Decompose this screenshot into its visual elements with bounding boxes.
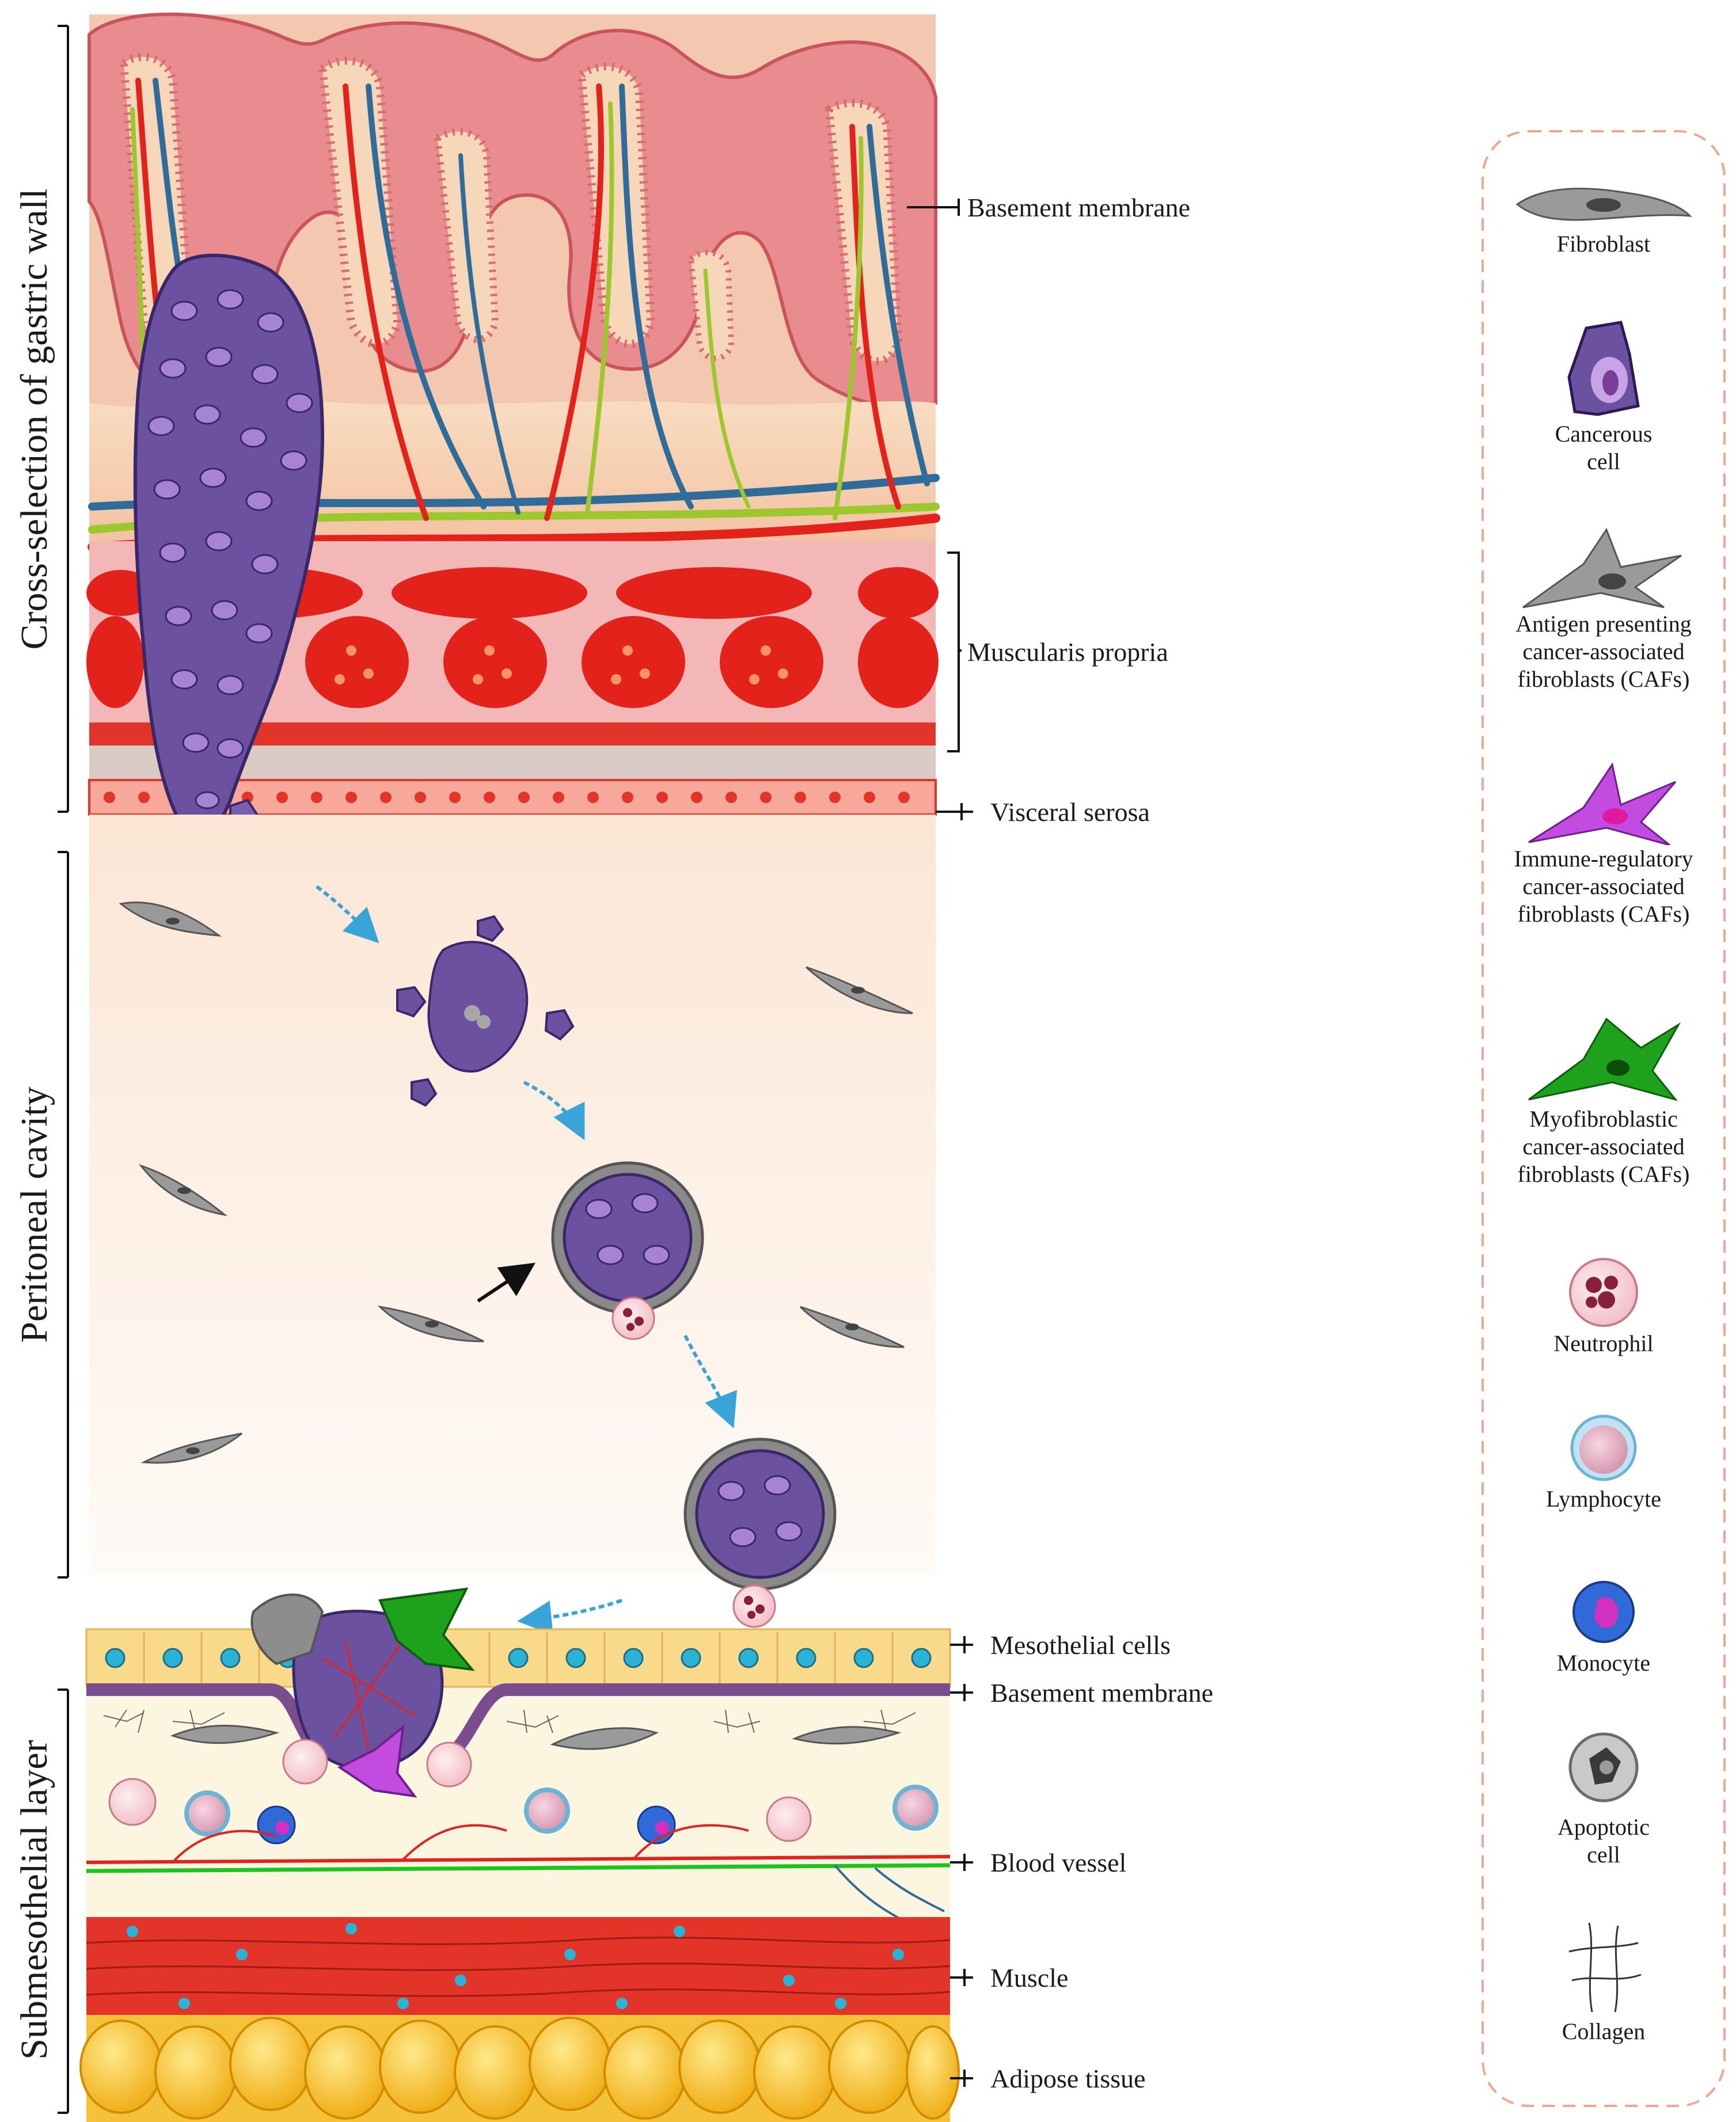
immune-caf-icon [1528, 762, 1677, 845]
peritoneal-cavity-illustration [89, 815, 936, 1636]
legend-fibroblast: Fibroblast [1477, 178, 1730, 258]
label-blood-vessel: Blood vessel [990, 1848, 1127, 1877]
label-basement-membrane-top: Basement membrane [967, 193, 1191, 222]
label-ticks [907, 199, 973, 2087]
antigen-caf-icon [1522, 527, 1682, 609]
fibroblast-icon [1515, 188, 1692, 221]
legend-immune-caf: Immune-regulatory cancer-associated fibr… [1477, 759, 1730, 928]
label-visceral-serosa: Visceral serosa [990, 797, 1150, 827]
section-label-submesothelial-layer: Submesothelial layer [13, 1740, 55, 2060]
legend-monocyte: Monocyte [1477, 1575, 1730, 1677]
legend-collagen: Collagen [1477, 1917, 1730, 2045]
neutrophil-icon [1569, 1258, 1638, 1327]
legend-label-neutrophil: Neutrophil [1553, 1330, 1654, 1356]
legend-label-lymphocyte: Lymphocyte [1546, 1486, 1661, 1512]
invading-tumor [250, 1587, 475, 1798]
label-basement-membrane-bottom: Basement membrane [990, 1678, 1214, 1708]
label-mesothelial-cells: Mesothelial cells [990, 1630, 1171, 1660]
myo-caf-icon [1528, 1017, 1681, 1101]
legend-myo-caf: Myofibroblastic cancer-associated fibrob… [1477, 1013, 1730, 1188]
tumor-cluster-large [683, 1438, 837, 1628]
legend-label-myo-caf: Myofibroblastic cancer-associated fibrob… [1517, 1106, 1690, 1187]
legend-label-fibroblast: Fibroblast [1556, 231, 1651, 257]
legend-lymphocyte: Lymphocyte [1477, 1410, 1730, 1513]
apoptotic-cell-icon [1568, 1732, 1639, 1802]
label-muscle: Muscle [990, 1963, 1069, 1992]
collagen-icon [1568, 1922, 1642, 2013]
tumor-cluster-medium [551, 1161, 704, 1340]
tumor-cluster-small [396, 915, 575, 1107]
legend-label-cancerous-cell: Cancerous cell [1555, 421, 1653, 474]
legend-label-antigen-caf: Antigen presenting cancer-associated fib… [1515, 611, 1692, 692]
monocyte-icon [1572, 1581, 1635, 1643]
legend-label-immune-caf: Immune-regulatory cancer-associated fibr… [1514, 846, 1693, 927]
legend-antigen-caf: Antigen presenting cancer-associated fib… [1477, 524, 1730, 693]
legend-box [1482, 130, 1726, 2107]
label-muscularis-propria: Muscularis propria [967, 637, 1168, 667]
label-adipose-tissue: Adipose tissue [990, 2064, 1146, 2093]
left-brackets [58, 25, 69, 2114]
cancerous-cell-icon [1567, 321, 1640, 416]
submesothelial-illustration [79, 1587, 960, 2122]
legend-label-monocyte: Monocyte [1556, 1650, 1651, 1676]
legend-label-collagen: Collagen [1562, 2018, 1646, 2044]
legend-cancerous-cell: Cancerous cell [1477, 320, 1730, 476]
lymphocyte-icon [1570, 1414, 1637, 1481]
gastric-wall-illustration [86, 12, 940, 890]
section-label-gastric-wall: Cross-selection of gastric wall [13, 188, 55, 650]
legend-label-apoptotic-cell: Apoptotic cell [1558, 1814, 1650, 1868]
legend-apoptotic-cell: Apoptotic cell [1477, 1727, 1730, 1869]
legend-neutrophil: Neutrophil [1477, 1255, 1730, 1357]
section-label-peritoneal-cavity: Peritoneal cavity [13, 1086, 55, 1343]
